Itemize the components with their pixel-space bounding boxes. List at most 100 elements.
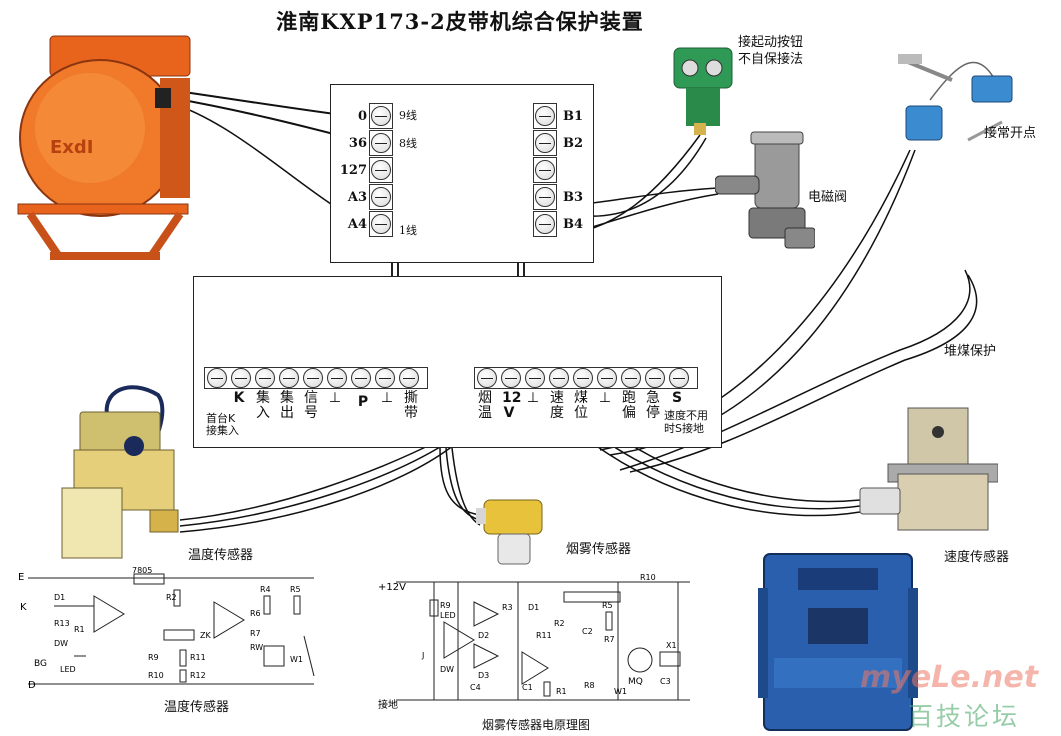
screw-terminal-icon[interactable] bbox=[597, 368, 617, 388]
strip-label-collect-out: 集 出 bbox=[280, 390, 294, 421]
schematic-label: C2 bbox=[582, 627, 593, 636]
screw-terminal-icon[interactable] bbox=[375, 368, 395, 388]
screw-terminal-icon[interactable] bbox=[645, 368, 665, 388]
strip-label-ground-2: ⊥ bbox=[380, 390, 394, 406]
start-button-label: 接起动按钮 不自保接法 bbox=[738, 35, 804, 67]
enclosure-mark: ExdI bbox=[50, 137, 94, 158]
screw-terminal-icon[interactable] bbox=[501, 368, 521, 388]
schematic-ground-label: 接地 bbox=[378, 698, 398, 711]
terminal-label-b1: B1 bbox=[563, 109, 584, 124]
screw-terminal-icon[interactable] bbox=[371, 106, 391, 126]
schematic-label: R1 bbox=[74, 625, 85, 634]
screw-terminal-icon[interactable] bbox=[669, 368, 689, 388]
strip-label-s: S bbox=[671, 390, 683, 406]
strip-label-tear: 撕 带 bbox=[404, 390, 418, 421]
top-terminal-box: 0 36 127 A3 A4 9线 8线 1线 B1 B2 B3 B4 bbox=[330, 84, 594, 263]
schematic-label: D2 bbox=[478, 631, 489, 640]
watermark-site: myeLe.net bbox=[860, 660, 1039, 695]
strip-label-deviation: 跑 偏 bbox=[622, 390, 636, 421]
strip-label-p: P bbox=[357, 394, 369, 410]
schematic-label: ZK bbox=[200, 631, 211, 640]
strip-label-k: K bbox=[233, 390, 245, 406]
terminal-label-a4: A4 bbox=[347, 217, 367, 232]
schematic-label: R5 bbox=[602, 601, 613, 610]
belt-switch-label: 接常开点 bbox=[984, 126, 1037, 141]
temp-sensor-schematic: E K BG D D1 R13 R1 DW LED 7805 R2 ZK R9 … bbox=[18, 566, 315, 691]
smoke-sensor-icon bbox=[476, 499, 543, 565]
schematic-label: W1 bbox=[290, 655, 303, 664]
top-right-strip bbox=[533, 103, 557, 243]
screw-terminal-icon[interactable] bbox=[535, 214, 555, 234]
screw-terminal-icon[interactable] bbox=[207, 368, 227, 388]
schematic-label: C3 bbox=[660, 677, 671, 686]
schematic-label: R10 bbox=[148, 671, 164, 680]
terminal-label-127: 127 bbox=[339, 163, 367, 178]
schematic-label: R11 bbox=[536, 631, 552, 640]
screw-terminal-icon[interactable] bbox=[371, 133, 391, 153]
schematic-label: LED bbox=[440, 611, 456, 620]
terminal-label-b3: B3 bbox=[563, 190, 584, 205]
screw-terminal-icon[interactable] bbox=[525, 368, 545, 388]
terminal-label-a3: A3 bbox=[347, 190, 367, 205]
screw-terminal-icon[interactable] bbox=[303, 368, 323, 388]
schematic-label: MQ bbox=[628, 677, 643, 687]
schematic-label: R12 bbox=[190, 671, 206, 680]
schematic-label: R5 bbox=[290, 585, 301, 594]
screw-terminal-icon[interactable] bbox=[535, 106, 555, 126]
schematic-label: BG bbox=[34, 659, 47, 669]
strip-label-ground: ⊥ bbox=[328, 390, 342, 406]
schematic-label: 7805 bbox=[132, 566, 152, 575]
wire-smoke-a bbox=[439, 447, 481, 516]
schematic-label: D bbox=[28, 680, 36, 691]
schematic-label: R1 bbox=[556, 687, 567, 696]
screw-terminal-icon[interactable] bbox=[573, 368, 593, 388]
speed-sensor-icon bbox=[859, 407, 998, 531]
start-button-icon bbox=[673, 47, 733, 135]
wire-label-1: 1线 bbox=[399, 224, 417, 237]
screw-terminal-icon[interactable] bbox=[371, 160, 391, 180]
schematic-label: D1 bbox=[54, 593, 65, 602]
bottom-terminal-box: K 集 入 集 出 信 号 ⊥ P ⊥ 撕 带 首台K 接集入 烟 温 12 V… bbox=[193, 276, 722, 448]
strip-label-emergency-stop: 急 停 bbox=[646, 390, 660, 421]
page-title: 淮南KXP173-2皮带机综合保护装置 bbox=[276, 9, 644, 34]
schematic-label: LED bbox=[60, 665, 76, 674]
screw-terminal-icon[interactable] bbox=[279, 368, 299, 388]
schematic-label: DW bbox=[54, 639, 68, 648]
screw-terminal-icon[interactable] bbox=[371, 187, 391, 207]
explosion-proof-enclosure-icon: ExdI bbox=[17, 35, 191, 261]
screw-terminal-icon[interactable] bbox=[371, 214, 391, 234]
screw-terminal-icon[interactable] bbox=[399, 368, 419, 388]
schematic-label: R9 bbox=[440, 601, 451, 610]
screw-terminal-icon[interactable] bbox=[477, 368, 497, 388]
screw-terminal-icon[interactable] bbox=[535, 187, 555, 207]
schematic-label: R3 bbox=[502, 603, 513, 612]
wire-temp-b bbox=[179, 387, 509, 527]
wire-smoke-b bbox=[445, 447, 481, 521]
schematic-label: R8 bbox=[584, 681, 595, 690]
smoke-circuit-caption: 烟雾传感器电原理图 bbox=[482, 718, 591, 732]
screw-terminal-icon[interactable] bbox=[255, 368, 275, 388]
screw-terminal-icon[interactable] bbox=[535, 160, 555, 180]
terminal-label-b2: B2 bbox=[563, 136, 584, 151]
screw-terminal-icon[interactable] bbox=[535, 133, 555, 153]
screw-terminal-icon[interactable] bbox=[327, 368, 347, 388]
screw-terminal-icon[interactable] bbox=[351, 368, 371, 388]
schematic-label: W1 bbox=[614, 687, 627, 696]
screw-terminal-icon[interactable] bbox=[231, 368, 251, 388]
schematic-label: R9 bbox=[148, 653, 159, 662]
screw-terminal-icon[interactable] bbox=[621, 368, 641, 388]
schematic-label: R2 bbox=[554, 619, 565, 628]
terminal-label-0: 0 bbox=[357, 109, 367, 124]
screw-terminal-icon[interactable] bbox=[549, 368, 569, 388]
strip-label-ground-3: ⊥ bbox=[526, 390, 540, 406]
strip-label-collect-in: 集 入 bbox=[256, 390, 270, 421]
schematic-label: R6 bbox=[250, 609, 261, 618]
temperature-sensor-icon bbox=[61, 411, 179, 559]
schematic-label: RW bbox=[250, 643, 263, 652]
schematic-label: +12V bbox=[378, 582, 406, 593]
belt-switch-icon bbox=[898, 54, 1013, 142]
schematic-label: R13 bbox=[54, 619, 70, 628]
strip-label-12v: 12 V bbox=[502, 390, 522, 421]
schematic-label: J bbox=[421, 651, 424, 660]
right-terminal-strip bbox=[474, 367, 698, 389]
